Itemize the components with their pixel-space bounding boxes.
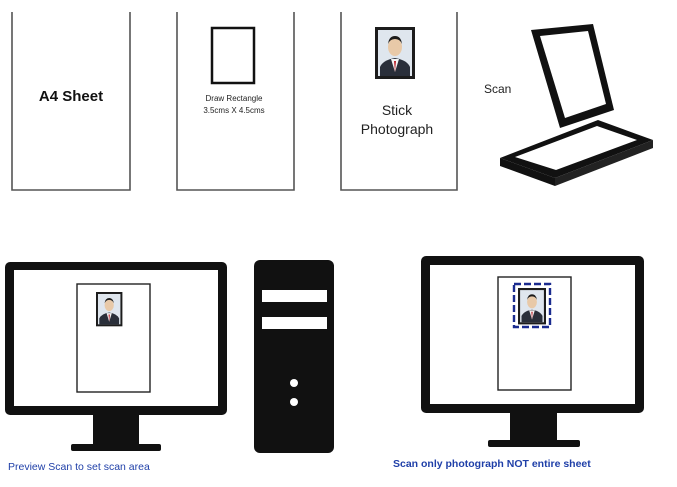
preview-caption: Preview Scan to set scan area xyxy=(8,461,150,473)
scan-only-caption: Scan only photograph NOT entire sheet xyxy=(393,458,591,470)
portrait-photo-icon xyxy=(96,292,122,326)
drawn-rectangle xyxy=(212,28,254,83)
step-a4-sheet: A4 Sheet xyxy=(12,12,130,190)
stick-label-line2: Photograph xyxy=(361,121,433,137)
step-scan: Scan xyxy=(484,24,653,186)
step-stick-photograph: Stick Photograph xyxy=(341,12,457,190)
preview-monitor xyxy=(5,262,227,451)
step-draw-rectangle: Draw Rectangle 3.5cms X 4.5cms xyxy=(177,12,294,190)
flatbed-scanner-icon xyxy=(500,24,653,186)
portrait-photo-icon xyxy=(375,27,415,79)
scan-label: Scan xyxy=(484,82,511,96)
scan-selection-monitor xyxy=(421,256,644,447)
rectangle-label-line1: Draw Rectangle xyxy=(206,94,263,103)
pc-tower-icon xyxy=(254,260,334,453)
stick-label-line1: Stick xyxy=(382,102,413,118)
a4-sheet-label: A4 Sheet xyxy=(39,88,103,105)
rectangle-label-line2: 3.5cms X 4.5cms xyxy=(203,106,264,115)
portrait-photo-icon xyxy=(518,288,546,324)
